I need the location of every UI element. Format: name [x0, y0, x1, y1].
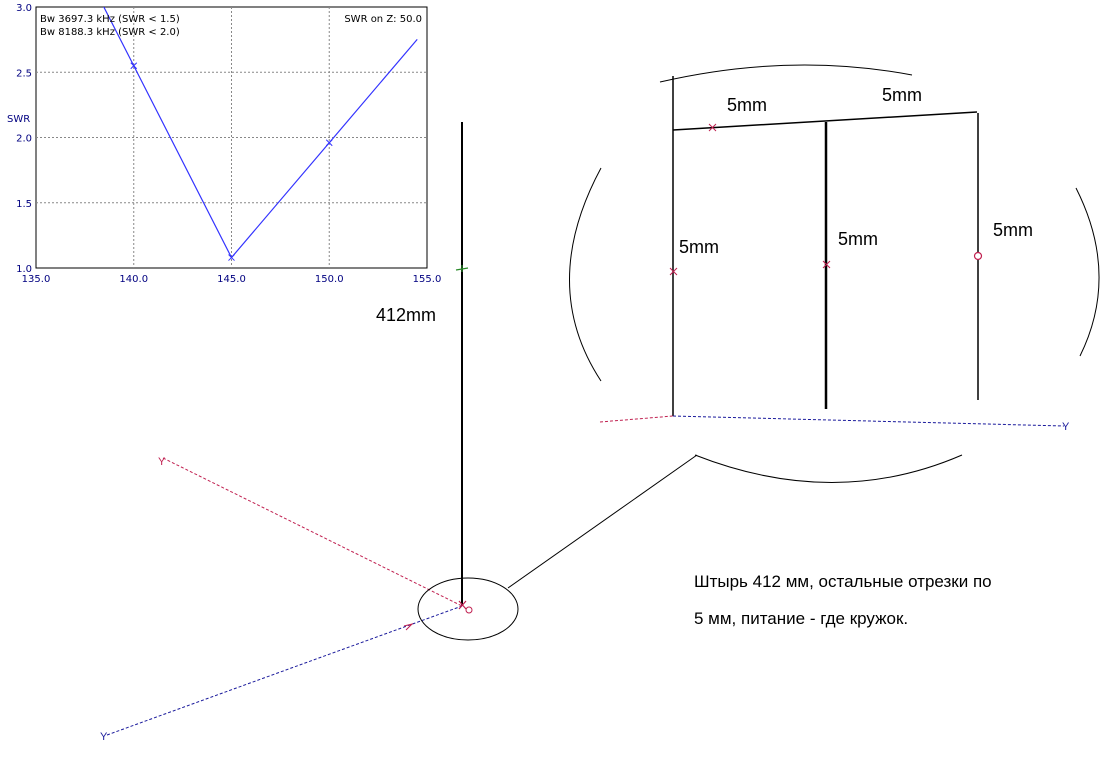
- detail-x-axis: [599, 415, 674, 423]
- x-tick-label: 150.0: [315, 274, 344, 285]
- y-tick-label: 2.5: [16, 68, 32, 79]
- detail-arc-right: [1075, 187, 1100, 357]
- chart-series: [103, 7, 418, 261]
- segment-marker-left: [669, 267, 678, 276]
- top-wire: [672, 111, 978, 131]
- detail-arc-top: [659, 64, 913, 83]
- feed-detail-view: 5mm 5mm 5mm 5mm 5mm Y: [569, 64, 1100, 483]
- feed-point-circle: [465, 606, 473, 614]
- label-vertical-center: 5mm: [838, 229, 878, 249]
- description-note: Штырь 412 мм, остальные отрезки по 5 мм,…: [694, 572, 992, 628]
- chart-grid: [36, 7, 427, 268]
- x-tick-label: 135.0: [22, 274, 51, 285]
- y-tick-label: 1.5: [16, 199, 32, 210]
- detail-arc-bottom: [694, 454, 963, 483]
- x-tick-label: 140.0: [119, 274, 148, 285]
- feed-point-marker: [458, 600, 467, 610]
- swr-data-point: [325, 139, 333, 147]
- detail-y-axis: [672, 415, 1065, 427]
- label-vertical-right: 5mm: [993, 220, 1033, 240]
- label-top-left: 5mm: [727, 95, 767, 115]
- x-tick-label: 145.0: [217, 274, 246, 285]
- chart-y-ticks: 1.0 1.5 2.0 2.5 3.0: [16, 3, 32, 275]
- x-axis-indicator: [162, 457, 463, 607]
- y-tick-label: 2.0: [16, 134, 32, 145]
- x-axis-marker: Y: [158, 456, 166, 468]
- detail-arc-left: [569, 167, 602, 382]
- note-line-2: 5 мм, питание - где кружок.: [694, 609, 908, 628]
- whip-segment-marker: [455, 265, 469, 272]
- y-tick-label: 3.0: [16, 3, 32, 14]
- bandwidth-annotation-1: Bw 3697.3 kHz (SWR < 1.5): [40, 14, 180, 25]
- note-line-1: Штырь 412 мм, остальные отрезки по: [694, 572, 992, 591]
- swr-data-point: [130, 62, 138, 70]
- segment-marker-top: [708, 123, 717, 132]
- whip-length-label: 412mm: [376, 305, 436, 325]
- chart-y-axis-label: SWR: [7, 114, 30, 125]
- feed-source-circle: [973, 251, 983, 261]
- bandwidth-annotation-2: Bw 8188.3 kHz (SWR < 2.0): [40, 27, 180, 38]
- swr-chart: 135.0 140.0 145.0 150.0 155.0 1.0 1.5 2.0 2.5 3.…: [7, 3, 442, 285]
- detail-zoom-circle: [417, 577, 519, 641]
- chart-x-ticks: 135.0 140.0 145.0 150.0 155.0: [22, 274, 442, 285]
- swr-reference-annotation: SWR on Z: 50.0: [344, 14, 422, 25]
- y-tick-label: 1.0: [16, 264, 32, 275]
- x-tick-label: 155.0: [413, 274, 442, 285]
- y-axis-marker: Y: [100, 731, 108, 743]
- detail-leader-line: [507, 454, 698, 589]
- y-axis-arrow: [403, 623, 414, 631]
- swr-data-point: [228, 254, 235, 261]
- y-axis-indicator: [106, 605, 463, 736]
- segment-marker-center: [822, 260, 831, 269]
- antenna-model: 412mm Y Y: [100, 122, 698, 743]
- detail-y-axis-marker: Y: [1062, 421, 1070, 433]
- label-top-right: 5mm: [882, 85, 922, 105]
- label-vertical-left: 5mm: [679, 237, 719, 257]
